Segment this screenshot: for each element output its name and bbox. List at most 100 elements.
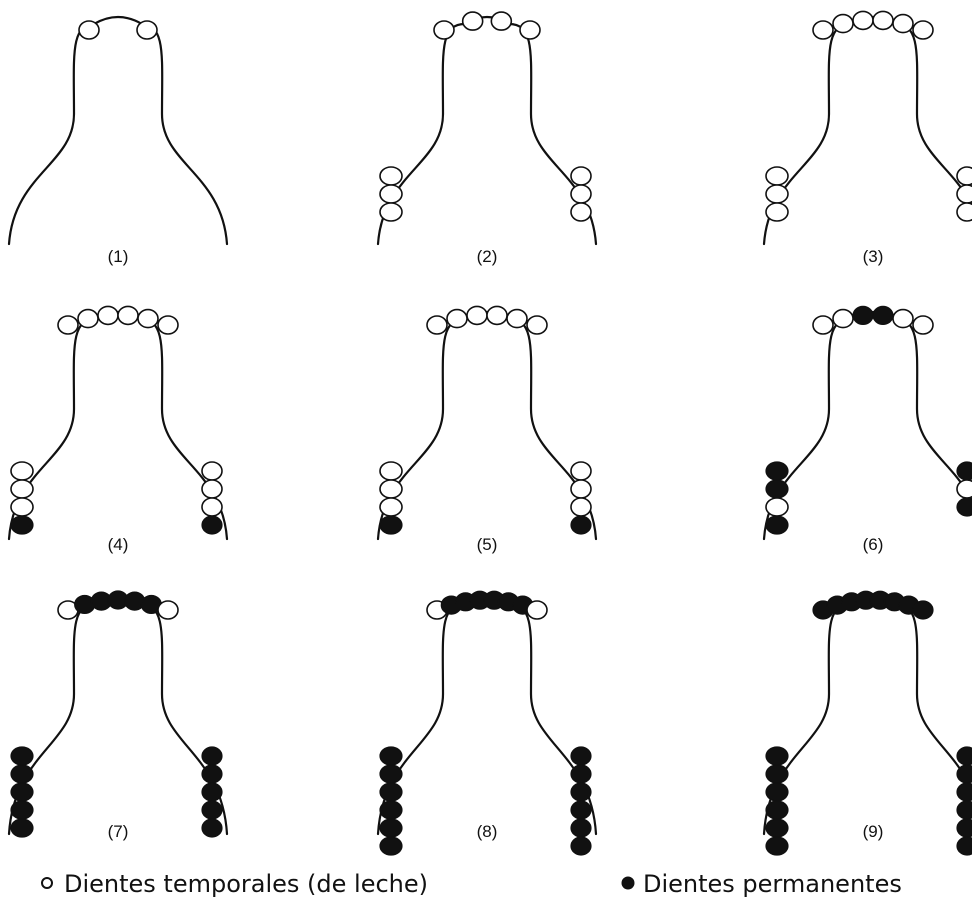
milk-tooth <box>487 306 507 324</box>
permanent-tooth <box>11 783 33 801</box>
jaw-panel-9: (9) <box>764 591 972 855</box>
jaw-panel-2: (2) <box>378 12 596 266</box>
milk-tooth <box>380 185 402 203</box>
milk-tooth <box>158 316 178 334</box>
permanent-tooth <box>957 747 972 765</box>
permanent-tooth <box>380 819 402 837</box>
milk-tooth <box>571 498 591 516</box>
permanent-tooth <box>766 480 788 498</box>
milk-tooth <box>873 11 893 29</box>
permanent-tooth <box>11 765 33 783</box>
milk-tooth <box>491 12 511 30</box>
permanent-tooth <box>11 516 33 534</box>
permanent-tooth <box>957 801 972 819</box>
milk-tooth <box>118 306 138 324</box>
milk-tooth <box>571 480 591 498</box>
legend-permanent-label: Dientes permanentes <box>643 870 902 898</box>
permanent-tooth <box>571 801 591 819</box>
permanent-tooth <box>913 601 933 619</box>
permanent-tooth-legend-icon <box>622 877 634 889</box>
milk-tooth <box>957 167 972 185</box>
milk-tooth <box>766 185 788 203</box>
permanent-tooth <box>202 801 222 819</box>
milk-tooth <box>853 11 873 29</box>
milk-tooth <box>11 462 33 480</box>
permanent-tooth <box>957 462 972 480</box>
jaw-outline-left <box>9 24 96 244</box>
permanent-tooth <box>380 837 402 855</box>
milk-tooth <box>833 310 853 328</box>
milk-tooth <box>202 462 222 480</box>
milk-tooth <box>571 167 591 185</box>
milk-tooth <box>957 185 972 203</box>
milk-tooth <box>893 15 913 33</box>
milk-tooth <box>507 310 527 328</box>
permanent-tooth <box>380 783 402 801</box>
permanent-tooth <box>202 819 222 837</box>
milk-tooth <box>58 316 78 334</box>
permanent-tooth <box>766 819 788 837</box>
milk-tooth <box>78 310 98 328</box>
permanent-tooth <box>380 801 402 819</box>
permanent-tooth <box>766 462 788 480</box>
permanent-tooth <box>766 837 788 855</box>
panel-label: (5) <box>477 535 498 554</box>
milk-tooth <box>11 498 33 516</box>
permanent-tooth <box>873 306 893 324</box>
permanent-tooth <box>766 783 788 801</box>
milk-tooth <box>202 480 222 498</box>
milk-tooth <box>766 167 788 185</box>
permanent-tooth <box>957 498 972 516</box>
permanent-tooth <box>571 837 591 855</box>
panel-label: (9) <box>863 822 884 841</box>
milk-tooth <box>571 462 591 480</box>
milk-tooth <box>766 498 788 516</box>
permanent-tooth <box>957 783 972 801</box>
milk-tooth <box>913 316 933 334</box>
milk-tooth <box>380 480 402 498</box>
milk-tooth <box>833 15 853 33</box>
milk-tooth <box>527 316 547 334</box>
permanent-tooth <box>202 765 222 783</box>
permanent-tooth <box>766 765 788 783</box>
permanent-tooth <box>202 516 222 534</box>
milk-tooth <box>158 601 178 619</box>
panel-label: (8) <box>477 822 498 841</box>
permanent-tooth <box>571 747 591 765</box>
permanent-tooth <box>380 765 402 783</box>
jaw-panel-5: (5) <box>378 306 596 554</box>
milk-tooth <box>893 310 913 328</box>
milk-tooth <box>571 203 591 221</box>
permanent-tooth <box>11 819 33 837</box>
milk-tooth <box>520 21 540 39</box>
permanent-tooth <box>571 765 591 783</box>
permanent-tooth <box>766 801 788 819</box>
permanent-tooth <box>957 765 972 783</box>
panel-label: (4) <box>108 535 129 554</box>
jaw-panel-4: (4) <box>9 306 227 554</box>
permanent-tooth <box>957 819 972 837</box>
milk-tooth <box>380 167 402 185</box>
panel-label: (2) <box>477 247 498 266</box>
milk-tooth <box>427 316 447 334</box>
milk-tooth <box>380 203 402 221</box>
milk-tooth <box>957 480 972 498</box>
permanent-tooth <box>571 819 591 837</box>
permanent-tooth <box>11 801 33 819</box>
jaw-panel-1: (1) <box>9 17 227 266</box>
panel-label: (3) <box>863 247 884 266</box>
milk-tooth <box>571 185 591 203</box>
milk-tooth <box>202 498 222 516</box>
jaw-panel-7: (7) <box>9 591 227 841</box>
permanent-tooth <box>202 783 222 801</box>
milk-tooth <box>463 12 483 30</box>
jaw-panel-8: (8) <box>378 591 596 855</box>
permanent-tooth <box>380 516 402 534</box>
milk-tooth-legend-icon <box>42 878 52 888</box>
milk-tooth <box>380 498 402 516</box>
jaw-panels: (1)(2)(3)(4)(5)(6)(7)(8)(9) <box>9 11 972 855</box>
jaw-outline-right <box>140 24 227 244</box>
legend: Dientes temporales (de leche) Dientes pe… <box>42 870 902 898</box>
milk-tooth <box>79 21 99 39</box>
